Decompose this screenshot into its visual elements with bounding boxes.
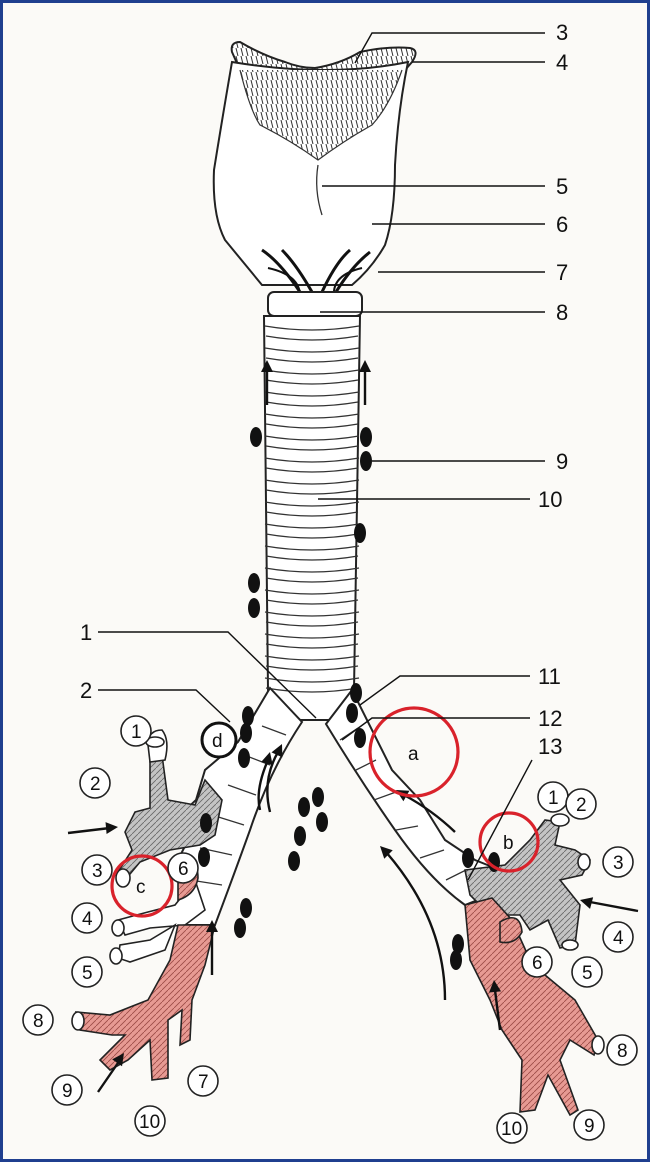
lymph-node	[346, 703, 358, 723]
left-segment-5: 5	[582, 963, 593, 984]
label-13: 13	[538, 734, 562, 759]
trachea	[264, 316, 360, 720]
lymph-node	[354, 523, 366, 543]
region-marker-c: c	[136, 877, 146, 898]
right-segment-8: 8	[33, 1011, 44, 1032]
left-segment-10: 10	[501, 1119, 522, 1140]
lymph-node	[288, 851, 300, 871]
airflow-arrow	[590, 902, 638, 911]
right-segment-6: 6	[178, 859, 189, 880]
lymph-node	[198, 847, 210, 867]
lymph-node	[242, 706, 254, 726]
label-12: 12	[538, 706, 562, 731]
label-7: 7	[556, 260, 568, 285]
right-segment-5: 5	[82, 963, 93, 984]
left-segment-9: 9	[584, 1116, 595, 1137]
lymph-node	[200, 813, 212, 833]
right-segment-2: 2	[90, 774, 101, 795]
left-lower-lobe-branches	[465, 898, 598, 1115]
right-segment-1: 1	[131, 722, 142, 743]
lymph-node	[240, 723, 252, 743]
left-segment-8: 8	[617, 1041, 628, 1062]
label-5: 5	[556, 174, 568, 199]
lymph-node	[312, 787, 324, 807]
right-segment-10: 10	[139, 1112, 160, 1133]
lymph-node	[240, 898, 252, 918]
label-2: 2	[80, 678, 92, 703]
lymph-node	[316, 812, 328, 832]
lymph-node	[360, 451, 372, 471]
left-segment-4: 4	[613, 928, 624, 949]
arrowhead	[359, 360, 371, 372]
region-marker-b: b	[503, 833, 514, 854]
lymph-node	[298, 797, 310, 817]
lymph-node	[350, 683, 362, 703]
label-8: 8	[556, 300, 568, 325]
lymph-node	[462, 848, 474, 868]
label-10: 10	[538, 487, 562, 512]
right-segment-9: 9	[62, 1081, 73, 1102]
larynx	[214, 42, 416, 316]
lymph-node	[248, 573, 260, 593]
lymph-node	[250, 427, 262, 447]
lymph-node	[238, 748, 250, 768]
lymph-node	[360, 427, 372, 447]
right-segment-7: 7	[198, 1072, 209, 1093]
right-segment-4: 4	[82, 909, 93, 930]
airflow-arrow	[68, 828, 110, 833]
label-11: 11	[538, 664, 561, 689]
left-segment-3: 3	[613, 853, 624, 874]
left-segment-2: 2	[576, 795, 587, 816]
label-3: 3	[556, 20, 568, 45]
region-marker-a: a	[408, 744, 419, 765]
label-6: 6	[556, 212, 568, 237]
region-marker-d: d	[212, 731, 223, 752]
lymph-node	[450, 950, 462, 970]
arrowhead	[106, 821, 119, 834]
arrowhead	[578, 894, 593, 909]
left-segment-1: 1	[548, 788, 559, 809]
right-segment-3: 3	[92, 861, 103, 882]
lymph-node	[234, 918, 246, 938]
left-segment-6: 6	[532, 953, 543, 974]
label-9: 9	[556, 449, 568, 474]
lymph-node	[354, 728, 366, 748]
lymph-node	[248, 598, 260, 618]
label-1: 1	[80, 620, 92, 645]
label-4: 4	[556, 50, 568, 75]
lymph-node	[294, 826, 306, 846]
